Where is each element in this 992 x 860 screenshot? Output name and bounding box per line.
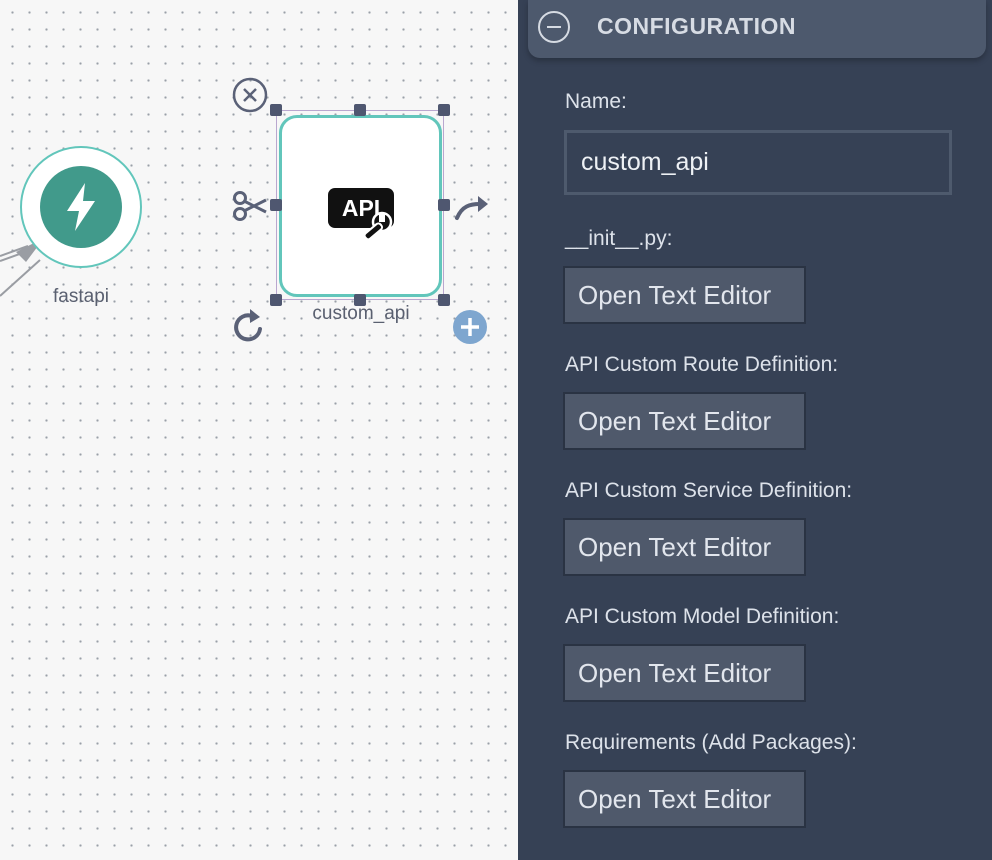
scissors-icon[interactable]	[232, 190, 268, 222]
requirements-open-editor-button[interactable]: Open Text Editor	[563, 770, 806, 828]
model-definition-open-editor-button[interactable]: Open Text Editor	[563, 644, 806, 702]
resize-handle-bottom-right[interactable]	[438, 294, 450, 306]
configuration-panel: CONFIGURATION Name: __init__.py: Open Te…	[518, 0, 992, 860]
redo-arrow-icon[interactable]	[454, 192, 490, 222]
collapse-icon[interactable]	[538, 11, 570, 43]
requirements-label: Requirements (Add Packages):	[565, 731, 857, 754]
panel-title: CONFIGURATION	[597, 13, 797, 39]
resize-handle-bottom[interactable]	[354, 294, 366, 306]
close-icon[interactable]	[232, 77, 268, 113]
name-label: Name:	[565, 90, 627, 113]
custom-api-node[interactable]: API	[279, 115, 442, 297]
api-wrench-icon: API	[328, 188, 394, 241]
resize-handle-top-right[interactable]	[438, 104, 450, 116]
resize-handle-top[interactable]	[354, 104, 366, 116]
resize-handle-bottom-left[interactable]	[270, 294, 282, 306]
init-py-open-editor-button[interactable]: Open Text Editor	[563, 266, 806, 324]
resize-handle-right[interactable]	[438, 199, 450, 211]
init-py-label: __init__.py:	[565, 227, 673, 250]
panel-header[interactable]: CONFIGURATION	[528, 0, 986, 58]
resize-handle-left[interactable]	[270, 199, 282, 211]
service-definition-open-editor-button[interactable]: Open Text Editor	[563, 518, 806, 576]
name-input[interactable]	[564, 130, 952, 195]
connection-line	[0, 245, 29, 257]
fastapi-node-circle	[40, 166, 122, 248]
rotate-icon[interactable]	[232, 307, 268, 345]
custom-api-node-label: custom_api	[312, 303, 410, 324]
model-definition-label: API Custom Model Definition:	[565, 605, 840, 628]
service-definition-label: API Custom Service Definition:	[565, 479, 853, 502]
fastapi-node[interactable]	[20, 146, 142, 268]
plus-circle-icon[interactable]	[452, 309, 488, 345]
lightning-bolt-icon	[67, 183, 95, 231]
diagram-canvas[interactable]: fastapi API custom_api	[0, 0, 518, 860]
route-definition-label: API Custom Route Definition:	[565, 353, 839, 376]
connection-line	[0, 259, 41, 297]
fastapi-node-label: fastapi	[53, 286, 109, 307]
route-definition-open-editor-button[interactable]: Open Text Editor	[563, 392, 806, 450]
resize-handle-top-left[interactable]	[270, 104, 282, 116]
